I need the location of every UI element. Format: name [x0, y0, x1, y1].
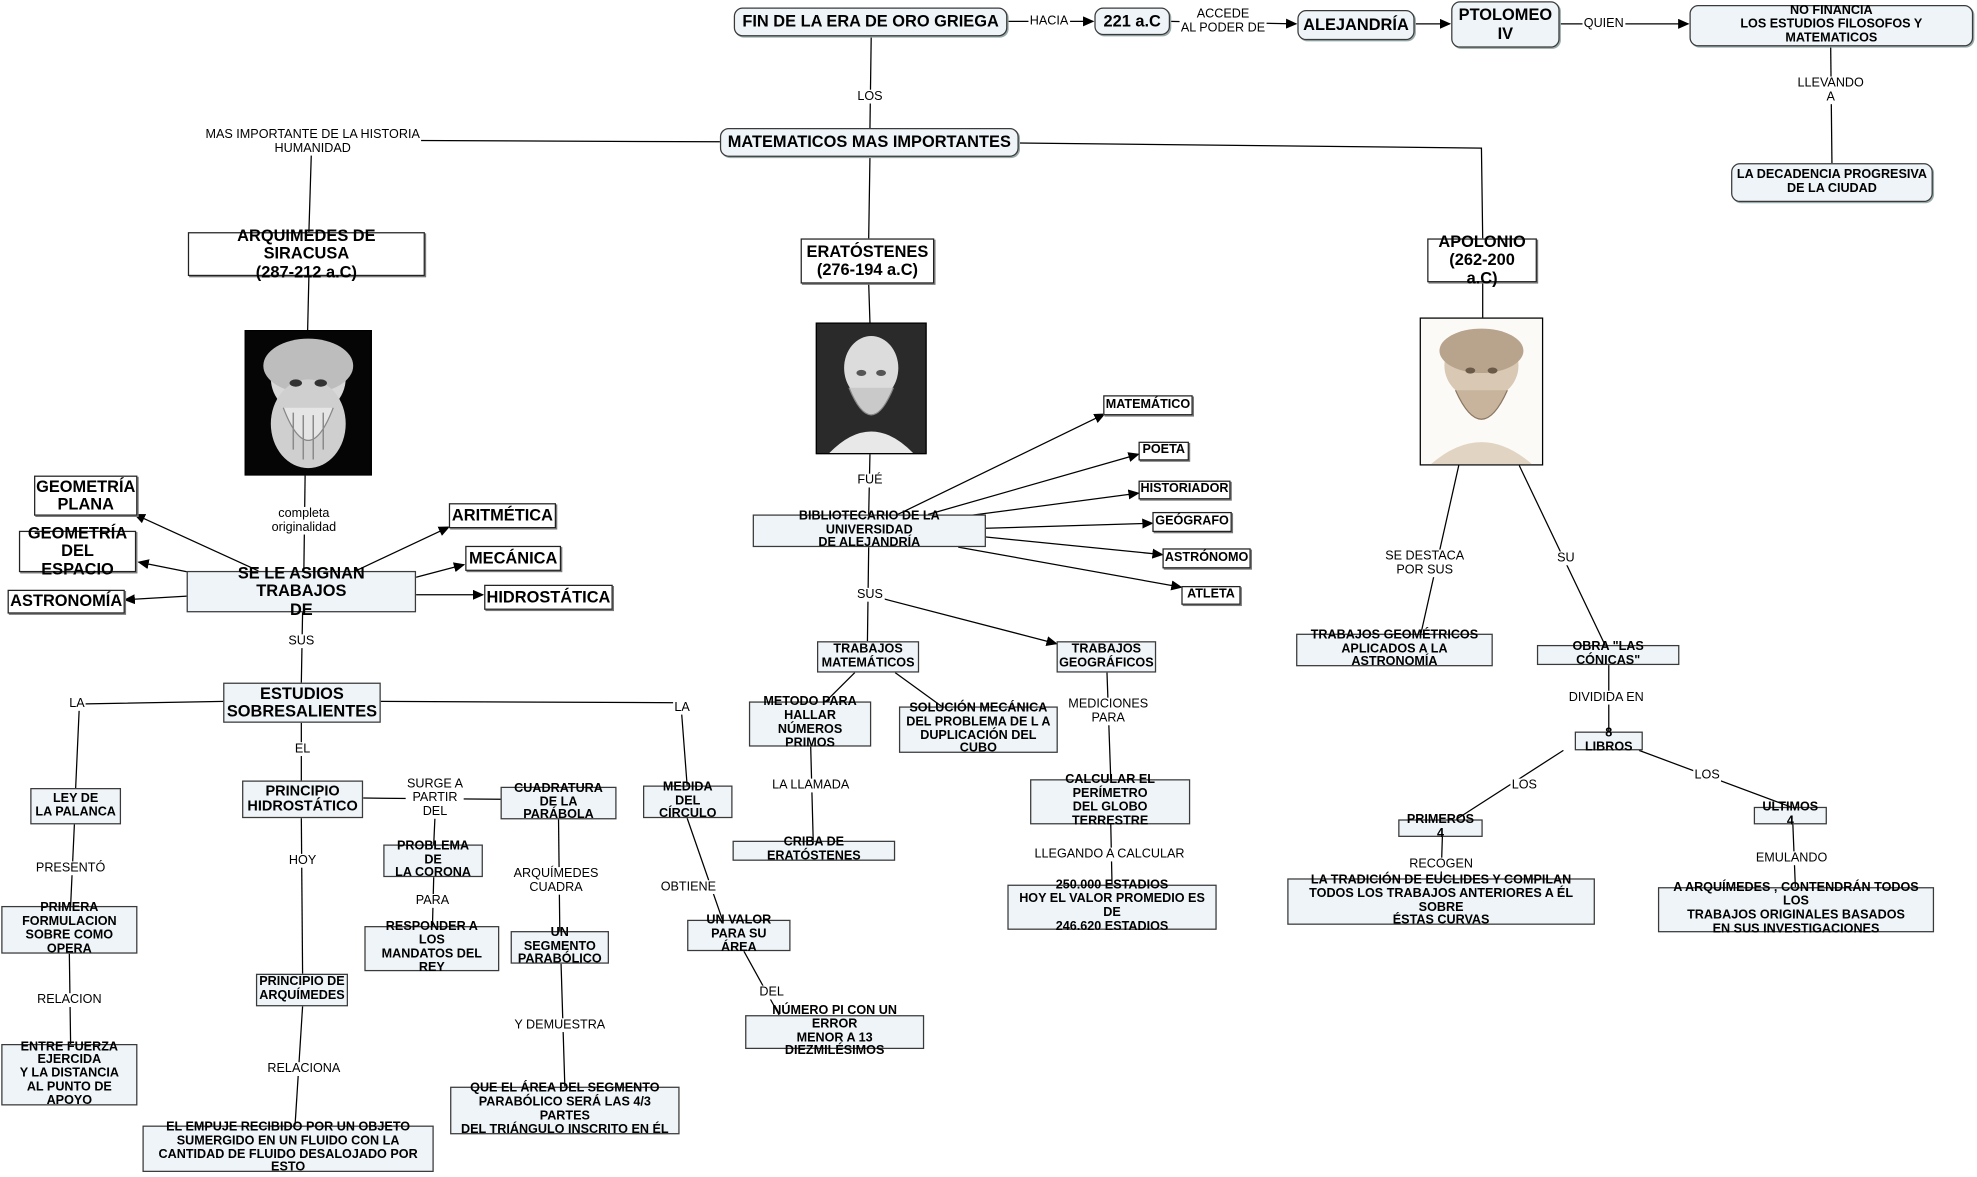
label-hoy: HOY — [287, 853, 318, 868]
label-dividida: DIVIDIDA EN — [1567, 690, 1646, 705]
node-astronomia: ASTRONOMÍA — [7, 589, 125, 614]
node-ley-palanca: LEY DE LA PALANCA — [30, 788, 122, 825]
node-aritmetica: ARITMÉTICA — [448, 503, 557, 529]
node-obra-conicas: OBRA "LAS CÓNICAS" — [1536, 640, 1680, 667]
label-para: PARA — [414, 894, 451, 908]
node-problema-corona: PROBLEMA DE LA CORONA — [383, 839, 483, 880]
node-astronomo: ASTRÓNOMO — [1162, 548, 1251, 569]
label-su: SU — [1555, 551, 1576, 566]
node-principio-arq: PRINCIPIO DE ARQUÍMEDES — [255, 973, 348, 1007]
node-valor-area: UN VALOR PARA SU ÁREA — [687, 914, 791, 955]
portrait-arquimedes — [244, 330, 372, 476]
node-cuadratura: CUADRATURA DE LA PARÁBOLA — [500, 782, 617, 822]
label-completa: completa originalidad — [270, 506, 338, 535]
node-segmento: UN SEGMENTO PARABÓLICO — [510, 926, 609, 967]
label-los-right: LOS — [1693, 768, 1722, 783]
label-llegando: LLEGANDO A CALCULAR — [1033, 847, 1186, 862]
node-ptolomeo: PTOLOMEO IV — [1451, 1, 1560, 48]
label-sus-arq: SUS — [287, 634, 316, 649]
label-se-destaca: SE DESTACA POR SUS — [1383, 549, 1466, 578]
node-geografo: GEÓGRAFO — [1152, 511, 1232, 533]
node-estadios: 250.000 ESTADIOS HOY EL VALOR PROMEDIO E… — [1007, 879, 1217, 933]
label-obtiene: OBTIENE — [659, 880, 718, 895]
node-primeros-4: PRIMEROS 4 — [1398, 813, 1483, 841]
label-presento: PRESENTÓ — [34, 861, 107, 876]
node-medida-circulo: MEDIDA DEL CÍRCULO — [643, 780, 733, 821]
node-mecanica: MECÁNICA — [465, 545, 562, 571]
label-la-left: LA — [67, 697, 86, 711]
label-relaciona: RELACIONA — [266, 1062, 342, 1076]
node-geometria-plana: GEOMETRÍA PLANA — [34, 475, 138, 516]
label-hacia: HACIA — [1028, 14, 1070, 29]
node-entre-fuerza: ENTRE FUERZA EJERCIDA Y LA DISTANCIA AL … — [1, 1040, 138, 1107]
node-ultimos-4: ULTIMOS 4 — [1753, 801, 1827, 828]
label-los-left: LOS — [1510, 778, 1539, 793]
node-atleta: ATLETA — [1181, 585, 1241, 605]
label-relacion: RELACION — [35, 993, 103, 1007]
node-hidrostatica: HIDROSTÁTICA — [484, 584, 613, 610]
label-la-llamada: LA LLAMADA — [770, 778, 851, 793]
label-recogen: RECOGEN — [1407, 857, 1475, 872]
label-y-demuestra: Y DEMUESTRA — [513, 1018, 607, 1033]
label-sus-era: SUS — [855, 587, 885, 602]
node-primera-formulacion: PRIMERA FORMULACION SOBRE COMO OPERA — [1, 902, 138, 956]
label-la-right: LA — [673, 700, 692, 715]
label-arq-cuadra: ARQUÍMEDES CUADRA — [512, 867, 600, 895]
node-estudios: ESTUDIOS SOBRESALIENTES — [223, 682, 381, 723]
node-principio-hidro: PRINCIPIO HIDROSTÁTICO — [242, 780, 364, 819]
node-arquimedes: ARQUIMEDES DE SIRACUSA (287-212 a.C) — [187, 227, 425, 280]
portrait-apolonio — [1419, 317, 1544, 466]
node-matematicos: MATEMATICOS MAS IMPORTANTES — [719, 127, 1019, 157]
label-quien: QUIEN — [1582, 16, 1625, 31]
label-surge: SURGE A PARTIR DEL — [405, 777, 465, 819]
node-8-libros: 8 LIBROS — [1574, 726, 1643, 753]
node-empuje: EL EMPUJE RECIBIDO POR UN OBJETO SUMERGI… — [142, 1121, 434, 1175]
node-221-ac: 221 a.C — [1094, 7, 1171, 36]
node-tradicion: LA TRADICIÓN DE EUCLIDES Y COMPILAN TODO… — [1287, 873, 1595, 928]
node-trab-geograficos: TRABAJOS GEOGRÁFICOS — [1056, 641, 1157, 673]
node-solucion: SOLUCIÓN MECÁNICA DEL PROBLEMA DE L A DU… — [898, 701, 1058, 756]
node-apolonio: APOLONIO (262-200 a.C) — [1427, 233, 1537, 286]
label-del: DEL — [758, 985, 786, 1000]
node-calcular: CALCULAR EL PERÍMETRO DEL GLOBO TERRESTR… — [1030, 774, 1191, 828]
node-se-le-asignan: SE LE ASIGNAN TRABAJOS DE — [186, 565, 417, 617]
node-decadencia: LA DECADENCIA PROGRESIVA DE LA CIUDAD — [1731, 163, 1933, 203]
node-eratostenes: ERATÓSTENES (276-194 a.C) — [800, 238, 935, 284]
node-area-segmento: QUE EL ÁREA DEL SEGMENTO PARABÓLICO SERÁ… — [450, 1082, 680, 1136]
node-fin-era: FIN DE LA ERA DE ORO GRIEGA — [733, 7, 1008, 37]
node-historiador: HISTORIADOR — [1138, 480, 1231, 500]
label-fue: FUÉ — [856, 473, 884, 488]
node-emulando-arq: A ARQUÍMEDES , CONTENDRÁN TODOS LOS TRAB… — [1657, 882, 1935, 936]
node-numero-pi: NÚMERO PI CON UN ERROR MENOR A 13 DIEZMI… — [745, 1004, 925, 1058]
node-bibliotecario: BIBLIOTECARIO DE LA UNIVERSIDAD DE ALEJA… — [752, 509, 986, 550]
label-accede: ACCEDE AL PODER DE — [1179, 7, 1267, 36]
node-responder: RESPONDER A LOS MANDATOS DEL REY — [364, 920, 500, 975]
node-metodo: METODO PARA HALLAR NÚMEROS PRIMOS — [748, 696, 872, 750]
node-matematico: MATEMÁTICO — [1103, 395, 1193, 416]
node-poeta: POETA — [1138, 441, 1189, 461]
portrait-eratostenes — [815, 322, 927, 455]
node-trab-matematicos: TRABAJOS MATEMÁTICOS — [816, 641, 920, 673]
label-el: EL — [293, 742, 312, 757]
label-mas-importante: MAS IMPORTANTE DE LA HISTORIA HUMANIDAD — [204, 127, 422, 156]
label-emulando: EMULANDO — [1754, 851, 1829, 866]
node-criba: CRIBA DE ERATÓSTENES — [732, 836, 896, 863]
node-geometria-espacio: GEOMETRÍA DEL ESPACIO — [18, 524, 137, 577]
label-los-top: LOS — [856, 89, 884, 104]
node-no-financia: NO FINANCIA LOS ESTUDIOS FILOSOFOS Y MAT… — [1689, 4, 1974, 47]
label-llevando: LLEVANDO A — [1796, 76, 1866, 105]
node-trab-geometricos: TRABAJOS GEOMÉTRICOS APLICADOS A LA ASTR… — [1296, 629, 1493, 669]
node-alejandria: ALEJANDRÍA — [1297, 10, 1415, 41]
label-mediciones: MEDICIONES PARA — [1067, 697, 1150, 726]
